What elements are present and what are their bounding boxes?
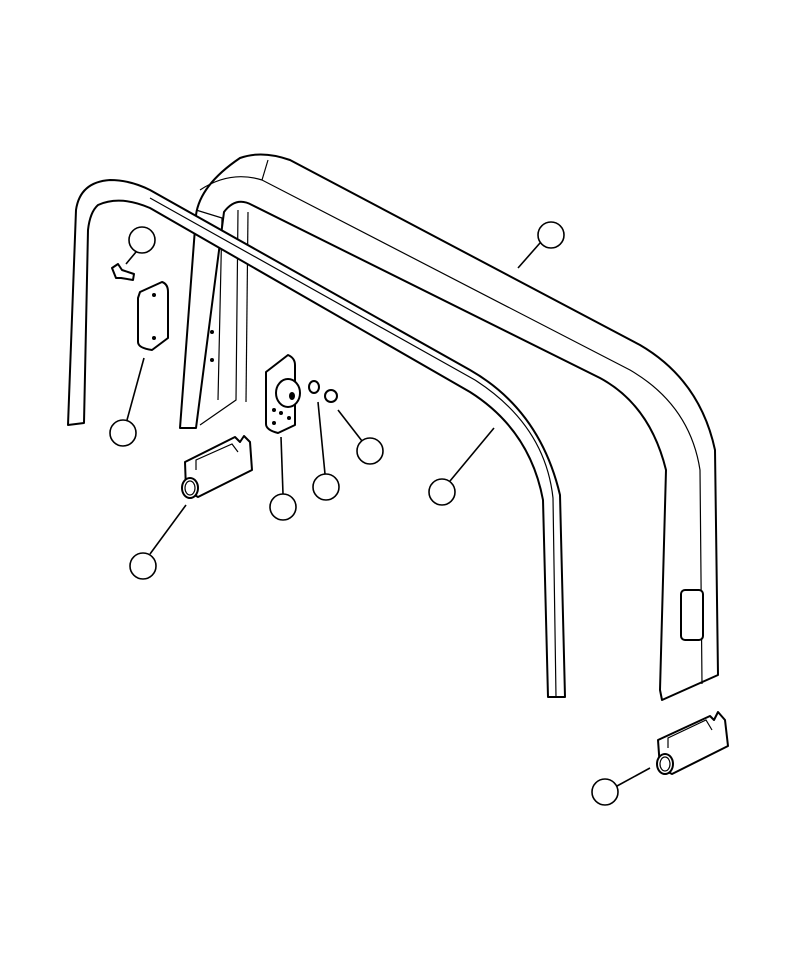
callout-clip[interactable] <box>129 552 157 580</box>
bolt <box>111 263 135 281</box>
callout-nut[interactable] <box>356 437 384 465</box>
fender <box>179 153 719 701</box>
leader-lines <box>125 242 651 787</box>
mounting-clip-lower <box>656 711 729 775</box>
cover-plate <box>137 281 169 351</box>
callout-frame-arch[interactable] <box>428 478 456 506</box>
callout-clip-lower[interactable] <box>591 778 619 806</box>
frame-arch <box>67 179 566 698</box>
callout-fender[interactable] <box>537 221 565 249</box>
reflector-plate <box>680 589 704 641</box>
nut <box>324 389 338 403</box>
callout-bolt[interactable] <box>128 226 156 254</box>
callout-mount-bracket[interactable] <box>269 493 297 521</box>
washer <box>308 380 320 394</box>
callout-washer[interactable] <box>312 473 340 501</box>
callout-cover-plate[interactable] <box>109 419 137 447</box>
callouts <box>109 221 619 806</box>
mount-bracket <box>265 354 301 434</box>
mounting-clip <box>181 435 253 499</box>
